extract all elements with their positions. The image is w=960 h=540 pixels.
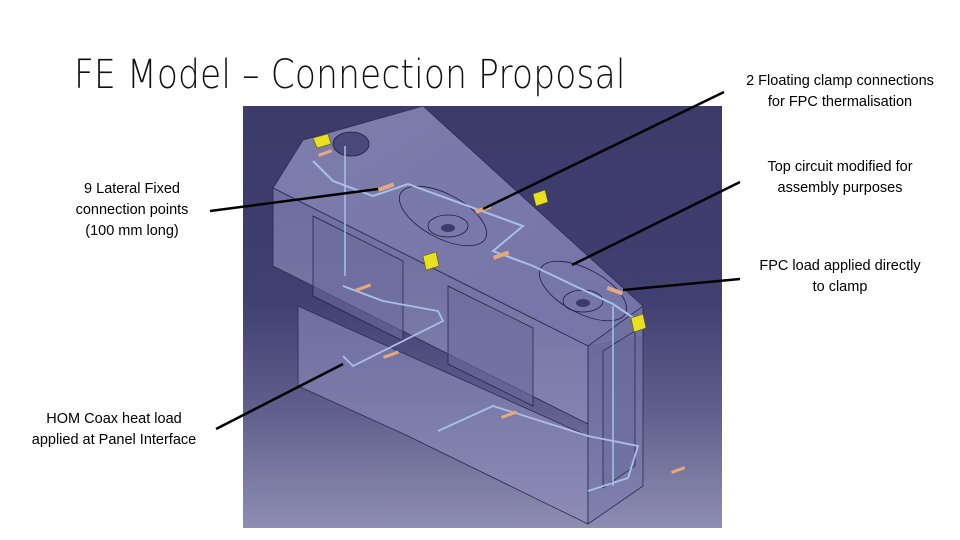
- callout-line: Top circuit modified for: [767, 159, 913, 175]
- callout-hom-coax-heat-load: HOM Coax heat load applied at Panel Inte…: [14, 409, 214, 451]
- callout-fpc-load-applied: FPC load applied directly to clamp: [740, 256, 940, 298]
- callout-line: HOM Coax heat load: [46, 411, 182, 427]
- callout-line: applied at Panel Interface: [31, 432, 197, 448]
- callout-line: assembly purposes: [777, 180, 903, 196]
- callout-top-circuit-modified: Top circuit modified for assembly purpos…: [740, 157, 940, 199]
- slide-title: FE Model – Connection Proposal: [74, 52, 626, 98]
- callout-line: (100 mm long): [85, 223, 179, 239]
- callout-line: 9 Lateral Fixed: [84, 181, 180, 197]
- callout-line: for FPC thermalisation: [767, 94, 913, 110]
- cad-model-viewport: [243, 106, 722, 528]
- callout-floating-clamp-connections: 2 Floating clamp connections for FPC the…: [728, 71, 952, 113]
- callout-line: FPC load applied directly: [759, 258, 921, 274]
- callout-line: connection points: [75, 202, 189, 218]
- callout-line: 2 Floating clamp connections: [746, 73, 934, 89]
- callout-lateral-fixed-connections: 9 Lateral Fixed connection points (100 m…: [58, 179, 206, 242]
- cad-box-model: [272, 106, 686, 525]
- thermal-circuit-pipe: [312, 160, 639, 322]
- callout-line: to clamp: [812, 279, 868, 295]
